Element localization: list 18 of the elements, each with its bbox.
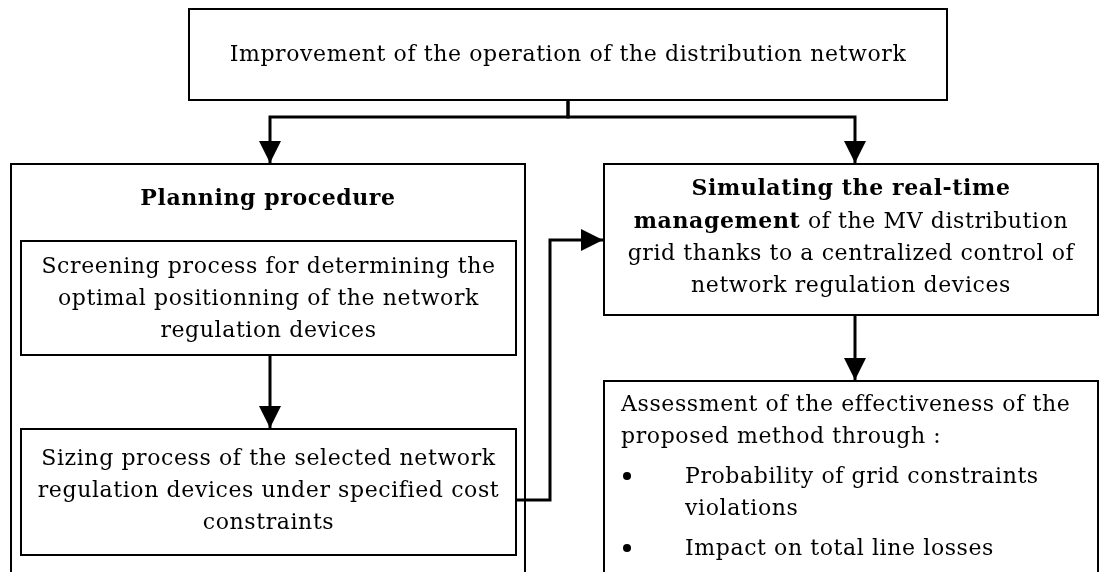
arrow	[259, 356, 281, 428]
process-box	[603, 163, 1099, 316]
process-text: Screening process for determining the optimal positionning of the network regulation devices	[40, 252, 497, 344]
process-box	[603, 380, 1099, 572]
process-box	[20, 240, 517, 356]
process-text: Assessment of the effectiveness of the proposed method through :	[621, 390, 1072, 450]
bullet-item: Impact on total line losses	[685, 532, 1089, 564]
process-text: Sizing process of the selected network regulation devices under specified cost constraints	[36, 444, 501, 536]
process-box	[20, 428, 517, 556]
arrow	[517, 229, 603, 502]
arrow	[844, 316, 866, 380]
process-box	[188, 8, 948, 101]
arrow	[566, 101, 866, 163]
bullet-item: Probability of grid constraints violations	[685, 460, 1089, 524]
group-box	[10, 163, 526, 572]
group-heading: Planning procedure	[139, 183, 397, 212]
box-title: Improvement of the operation of the distribution network	[228, 40, 908, 68]
process-text: Simulating the real-time management of the MV distribution grid thanks to a centralized control of network regulation devices	[626, 173, 1076, 299]
